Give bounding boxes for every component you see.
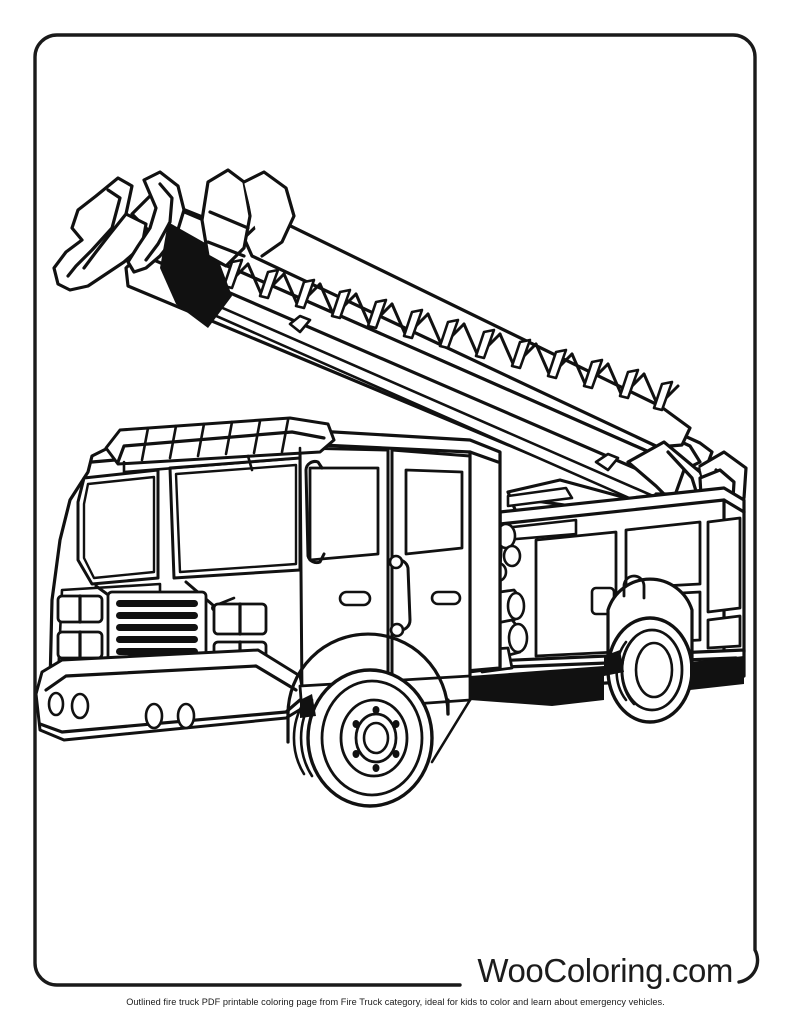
rear-wheel (606, 616, 694, 724)
light-bar (104, 416, 336, 474)
front-wheel (286, 632, 450, 808)
woocoloring-watermark: WooColoring.com (477, 952, 733, 989)
ladder-tip-hooks (52, 168, 296, 328)
truck-body (466, 486, 746, 692)
front-bumper (34, 648, 308, 742)
page-caption: Outlined fire truck PDF printable colori… (126, 997, 665, 1007)
